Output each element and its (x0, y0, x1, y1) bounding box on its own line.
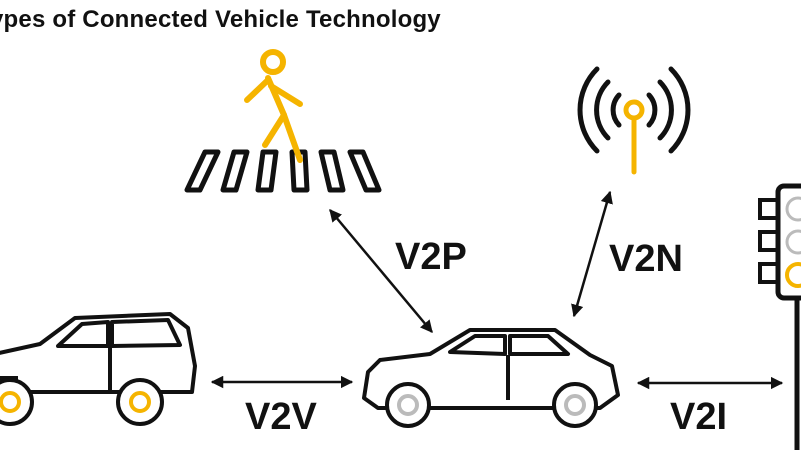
v2i-label: V2I (670, 396, 728, 438)
v2p-label: V2P (395, 236, 467, 278)
sedan-icon (362, 328, 620, 428)
traffic-light-icon (758, 183, 801, 450)
v2n-arrow (571, 190, 613, 318)
suv-icon (0, 312, 197, 426)
antenna-icon (577, 66, 691, 175)
v2n-label: V2N (609, 238, 683, 280)
v2p-arrow (329, 209, 433, 333)
diagram-title: ypes of Connected Vehicle Technology (0, 6, 441, 33)
crosswalk-icon (184, 149, 382, 193)
pedestrian-icon (244, 49, 303, 163)
v2v-label: V2V (245, 396, 317, 438)
